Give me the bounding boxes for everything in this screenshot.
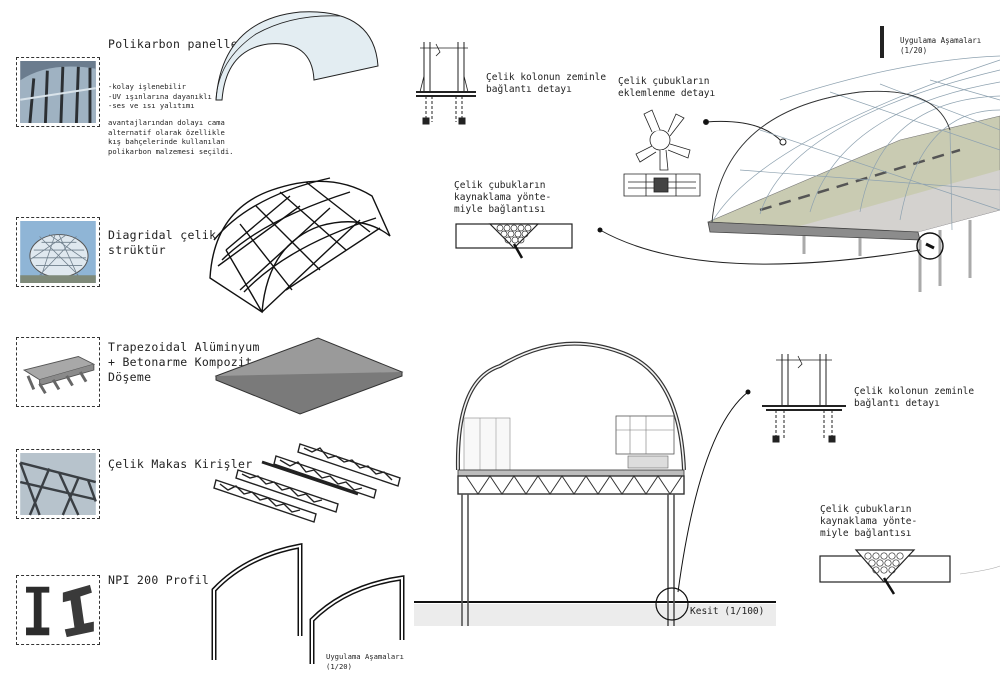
stages-label-top: Uygulama Aşamaları (1/20) [900,36,982,55]
polycarbonate-thumbnail [16,57,100,127]
stages-label-bottom: Uygulama Aşamaları (1/20) [326,652,404,671]
column-base-label-right: Çelik kolonun zeminle bağlantı detayı [854,386,975,409]
welding-label-top: Çelik çubukların kaynaklama yönte- miyle… [454,180,552,215]
diagrid-thumbnail [16,217,100,287]
polycarbonate-features: -kolay işlenebilir -UV ışınlarına dayanı… [108,82,212,110]
joint-detail-label: Çelik çubukların eklemlenme detayı [618,76,716,99]
polycarbonate-title: Polikarbon paneller [108,37,246,51]
truss-thumbnail [16,449,100,519]
diagrid-title: Diagridal çelik strüktür [108,228,217,257]
slab-thumbnail [16,337,100,407]
polycarbonate-description: avantajlarından dolayı cama alternatif o… [108,118,234,156]
diagrid-vault-drawing [209,177,391,314]
truss-title: Çelik Makas Kirişler [108,457,253,471]
section-label: Kesit (1/100) [690,606,765,617]
welding-label-right: Çelik çubukların kaynaklama yönte- miyle… [820,504,918,539]
npi-profile-title: NPI 200 Profil [108,573,210,587]
npi-arches-drawing [211,542,405,664]
column-base-label-top: Çelik kolonun zeminle bağlantı detayı [486,72,607,95]
npi-profile-thumbnail [16,575,100,645]
slab-title: Trapezoidal Alüminyum + Betonarme Kompoz… [108,340,260,384]
truss-beams-drawing [213,443,401,523]
